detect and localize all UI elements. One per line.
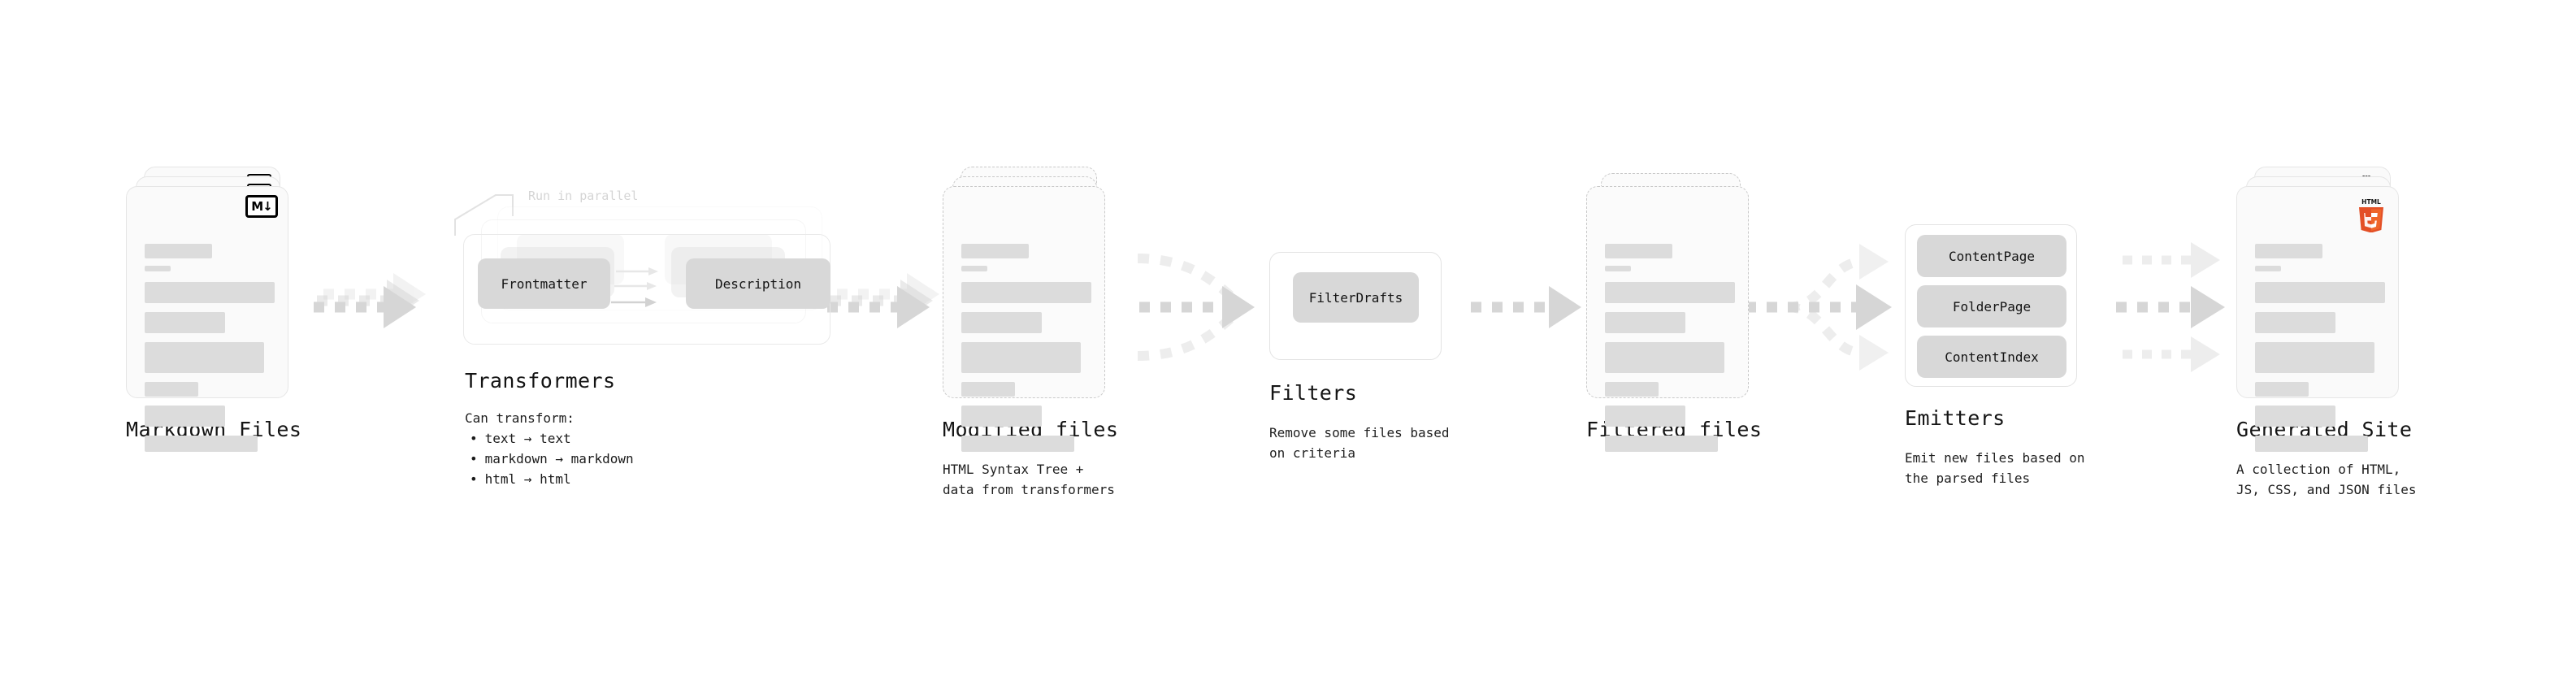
stage-title: Emitters bbox=[1905, 406, 2006, 430]
stage-filters: FilterDrafts Filters Remove some files b… bbox=[1269, 252, 1450, 463]
transformer-capability-list: text → text markdown → markdown html → h… bbox=[465, 428, 634, 489]
stage-title: Transformers bbox=[465, 369, 616, 393]
content-bar bbox=[1605, 406, 1686, 427]
content-bar bbox=[961, 406, 1043, 427]
list-item: text → text bbox=[465, 428, 634, 449]
content-bar bbox=[2255, 312, 2336, 333]
stage-desc: Can transform: bbox=[465, 410, 575, 426]
content-bar bbox=[2255, 406, 2336, 427]
generated-file-stack: CSS HTML bbox=[2236, 167, 2399, 452]
list-item: markdown → markdown bbox=[465, 449, 634, 469]
content-bar bbox=[145, 312, 226, 333]
modified-file-stack bbox=[943, 167, 1105, 452]
transformer-chip-description[interactable]: Description bbox=[686, 258, 830, 309]
filtered-file-card-front bbox=[1586, 186, 1749, 452]
filter-chip-filterdrafts[interactable]: FilterDrafts bbox=[1293, 272, 1419, 323]
emitters-container: ContentPage FolderPage ContentIndex bbox=[1905, 224, 2077, 387]
modified-file-card-front bbox=[943, 186, 1105, 452]
svg-text:HTML: HTML bbox=[2361, 198, 2381, 206]
content-bar bbox=[1605, 312, 1686, 333]
content-bar bbox=[961, 266, 987, 271]
list-item: html → html bbox=[465, 469, 634, 489]
chip-label: FilterDrafts bbox=[1308, 289, 1403, 306]
content-bar bbox=[1605, 436, 1719, 452]
stage-desc: Emit new files based on the parsed files bbox=[1905, 450, 2085, 486]
content-bar bbox=[1605, 382, 1659, 397]
content-bar bbox=[961, 382, 1015, 397]
content-bar bbox=[145, 282, 275, 303]
content-bar bbox=[961, 342, 1082, 373]
arrow-emitters-to-site bbox=[2116, 242, 2225, 372]
content-bar bbox=[1605, 282, 1735, 303]
content-bar bbox=[2255, 282, 2385, 303]
emitter-chip-contentpage[interactable]: ContentPage bbox=[1917, 235, 2066, 277]
filters-container: FilterDrafts bbox=[1269, 252, 1442, 360]
chip-label: ContentPage bbox=[1949, 248, 2035, 264]
document-content-bars bbox=[2255, 224, 2385, 459]
markdown-file-card-front: M↓ bbox=[126, 186, 288, 452]
content-bar bbox=[2255, 244, 2323, 258]
content-bar bbox=[1605, 266, 1631, 271]
content-bar bbox=[1605, 244, 1673, 258]
markdown-icon: M↓ bbox=[245, 195, 278, 218]
arrow-modified-to-filters bbox=[1137, 254, 1255, 361]
content-bar bbox=[145, 436, 258, 452]
arrow-markdown-to-transformers bbox=[314, 273, 426, 328]
emitter-chip-contentindex[interactable]: ContentIndex bbox=[1917, 336, 2066, 378]
content-bar bbox=[145, 244, 213, 258]
content-bar bbox=[2255, 382, 2309, 397]
stage-markdown-files: M↓ M↓ M↓ Markdown Files bbox=[126, 167, 301, 452]
content-bar bbox=[961, 312, 1043, 333]
content-bar bbox=[961, 282, 1091, 303]
document-content-bars bbox=[145, 224, 275, 459]
markdown-file-stack: M↓ M↓ M↓ bbox=[126, 167, 288, 452]
transformer-internal-arrows bbox=[611, 267, 658, 307]
stage-generated-site: CSS HTML bbox=[2236, 167, 2417, 500]
filtered-file-stack bbox=[1586, 167, 1749, 452]
parallel-annotation: Run in parallel bbox=[528, 189, 639, 203]
chip-label: Frontmatter bbox=[501, 275, 588, 292]
generated-file-card-front: HTML bbox=[2236, 186, 2399, 452]
stage-modified-files: Modified files HTML Syntax Tree + data f… bbox=[943, 167, 1118, 500]
document-content-bars bbox=[1605, 224, 1735, 459]
content-bar bbox=[145, 406, 226, 427]
content-bar bbox=[145, 382, 198, 397]
chip-label: FolderPage bbox=[1952, 298, 2032, 314]
content-bar bbox=[145, 342, 265, 373]
chip-label: Description bbox=[715, 275, 801, 292]
parallel-bracket bbox=[454, 194, 514, 236]
stage-emitters: ContentPage FolderPage ContentIndex Emit… bbox=[1905, 224, 2085, 488]
content-bar bbox=[961, 244, 1030, 258]
content-bar bbox=[2255, 342, 2375, 373]
chip-label: ContentIndex bbox=[1945, 349, 2039, 365]
stage-desc: A collection of HTML, JS, CSS, and JSON … bbox=[2236, 462, 2417, 497]
arrow-filters-to-filtered bbox=[1471, 286, 1581, 328]
arrow-transformers-to-modified bbox=[827, 273, 939, 328]
content-bar bbox=[2255, 436, 2369, 452]
stage-filtered-files: Filtered files bbox=[1586, 167, 1762, 452]
content-bar bbox=[145, 266, 171, 271]
stage-desc: Remove some files based on criteria bbox=[1269, 425, 1450, 461]
content-bar bbox=[2255, 266, 2281, 271]
stage-title: Filters bbox=[1269, 381, 1358, 405]
content-bar bbox=[961, 436, 1075, 452]
stage-desc: HTML Syntax Tree + data from transformer… bbox=[943, 462, 1115, 497]
document-content-bars bbox=[961, 224, 1091, 459]
content-bar bbox=[1605, 342, 1725, 373]
transformer-chip-frontmatter[interactable]: Frontmatter bbox=[478, 258, 610, 309]
emitter-chip-folderpage[interactable]: FolderPage bbox=[1917, 285, 2066, 327]
html5-icon: HTML bbox=[2356, 197, 2387, 233]
